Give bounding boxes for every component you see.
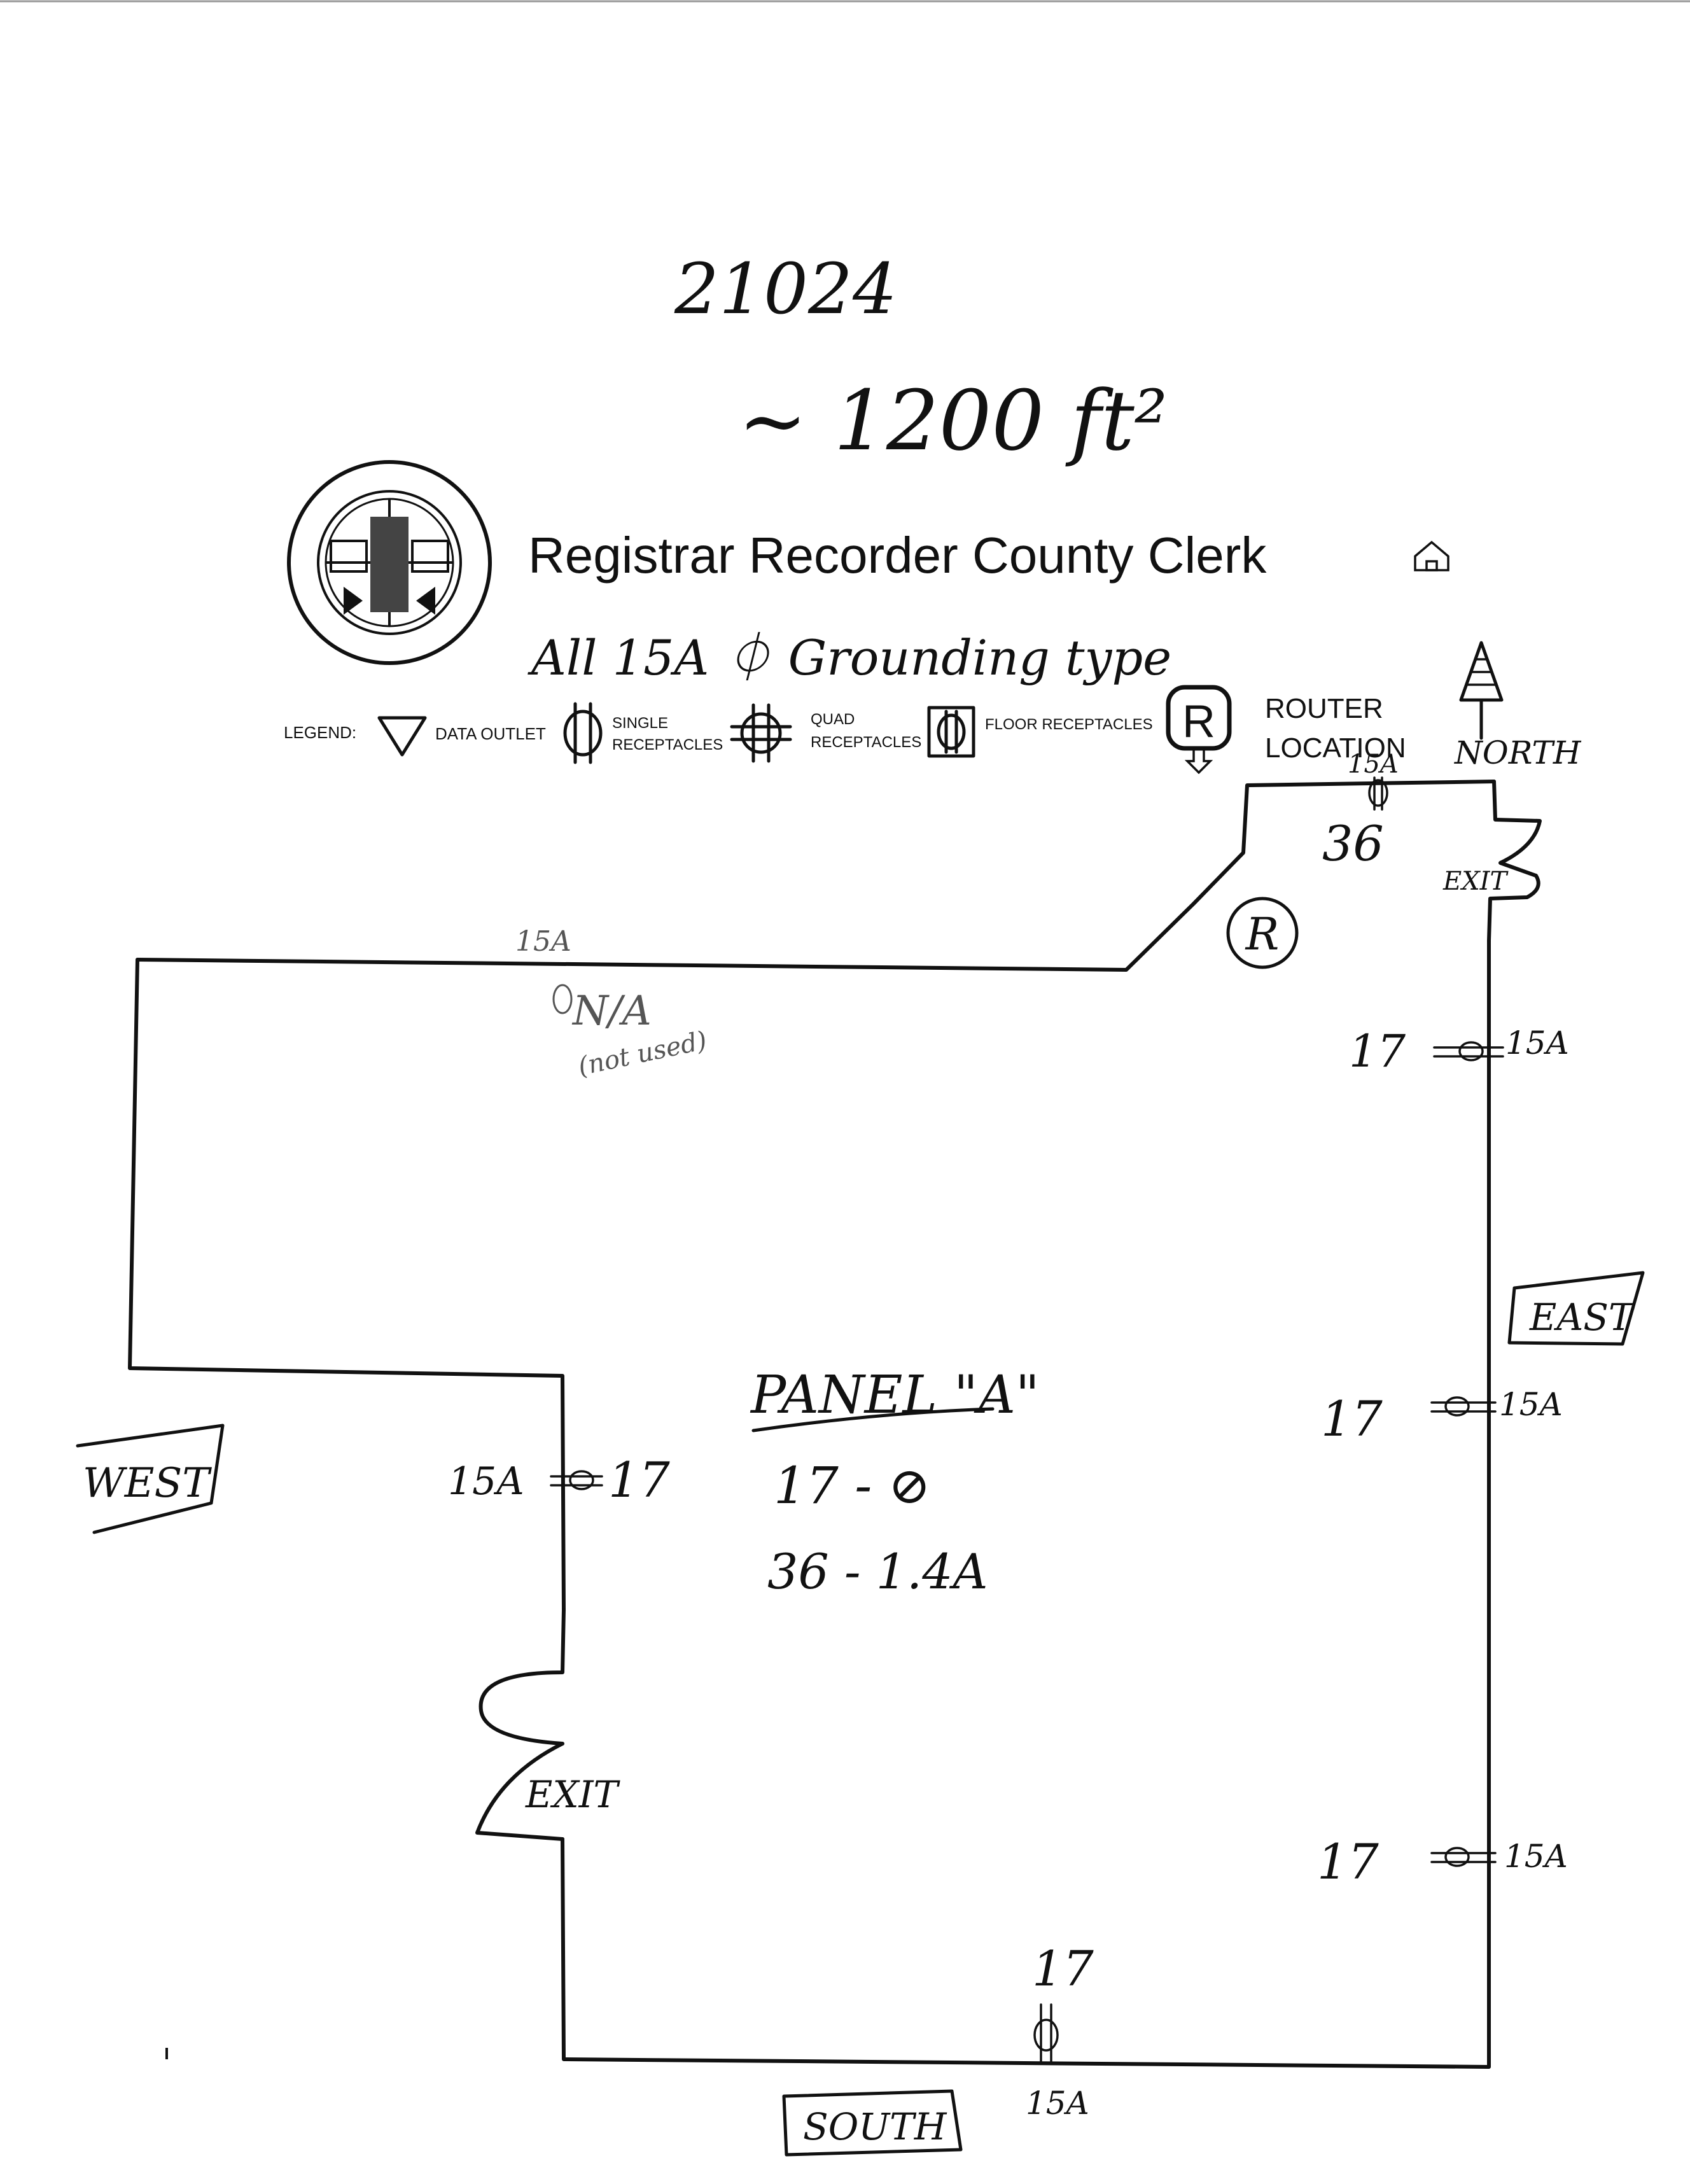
legend-quad-label-1: QUAD (811, 711, 855, 728)
receptacle-north-wall-status: N/A (571, 988, 652, 1035)
receptacle-north-top-circuit: 36 (1322, 815, 1384, 872)
job-number: 21024 (674, 248, 897, 330)
county-seal-logo (287, 460, 492, 665)
legend: LEGEND: DATA OUTLET SINGLE RECEPTACLES Q… (284, 641, 1582, 774)
north-exit-label: EXIT (1442, 867, 1509, 896)
single-receptacle-symbol (563, 702, 603, 764)
floor-plan-walls (128, 780, 1542, 2069)
north-label: NORTH (1454, 734, 1582, 771)
legend-floor-label: FLOOR RECEPTACLES (985, 716, 1153, 733)
receptacle-north-top: 15A 36 (1322, 750, 1399, 872)
south-label-box: SOUTH (782, 2089, 963, 2157)
north-arrow-icon (1459, 641, 1504, 740)
router-symbol: R (1166, 685, 1232, 774)
legend-single-label-2: RECEPTACLES (612, 736, 723, 753)
east-label-box: EAST (1507, 1271, 1645, 1346)
receptacle-west-1: 15A 17 (448, 1452, 670, 1508)
org-title: Registrar Recorder County Clerk (528, 527, 1267, 584)
west-label: WEST (83, 1460, 212, 1507)
west-exit-label: EXIT (525, 1773, 621, 1816)
receptacle-south-1-circuit: 17 (1032, 1940, 1094, 1997)
legend-router-label-2: LOCATION (1265, 732, 1406, 764)
panel-line-2: 36 - 1.4A (767, 1543, 988, 1600)
panel-title: PANEL "A" (750, 1365, 1040, 1425)
receptacle-east-3-circuit: 17 (1317, 1833, 1379, 1890)
west-label-box: WEST (76, 1424, 225, 1534)
legend-router-label-1: ROUTER (1265, 693, 1383, 724)
grounding-note: All 15A ⏀ Grounding type (527, 629, 1171, 686)
receptacle-east-1: 17 15A (1349, 1025, 1569, 1077)
home-icon (1414, 540, 1449, 571)
quad-receptacle-symbol (730, 703, 792, 763)
receptacle-north-wall-rating: 15A (515, 925, 571, 958)
router-location-glyph: R (1245, 908, 1280, 960)
panel-note: PANEL "A" 17 - ⊘ 36 - 1.4A (750, 1365, 1040, 1600)
receptacle-east-2: 17 15A (1321, 1386, 1563, 1447)
panel-line-1: 17 - ⊘ (774, 1456, 931, 1515)
receptacle-west-1-circuit: 17 (608, 1452, 670, 1508)
receptacle-north-wall: 15A N/A (not used) (515, 925, 709, 1082)
legend-single-label-1: SINGLE (612, 715, 668, 732)
receptacle-west-1-rating: 15A (448, 1459, 524, 1504)
receptacle-east-3-rating: 15A (1504, 1838, 1568, 1875)
area-note: ~ 1200 ft² (738, 372, 1168, 469)
receptacle-east-1-rating: 15A (1505, 1025, 1569, 1061)
receptacle-east-2-rating: 15A (1499, 1386, 1563, 1423)
receptacle-south-1-rating: 15A (1026, 2085, 1089, 2122)
legend-data-outlet-label: DATA OUTLET (435, 724, 546, 743)
legend-quad-label-2: RECEPTACLES (811, 734, 921, 751)
data-outlet-symbol (377, 716, 427, 757)
receptacle-south-1: 17 15A (1026, 1940, 1094, 2122)
floor-receptacle-symbol (927, 706, 975, 758)
east-label: EAST (1529, 1296, 1636, 1339)
router-location-marker: R (1226, 897, 1299, 969)
router-symbol-glyph: R (1182, 696, 1215, 747)
receptacle-east-1-circuit: 17 (1349, 1025, 1406, 1077)
legend-label: LEGEND: (284, 723, 356, 742)
receptacle-east-2-circuit: 17 (1321, 1390, 1383, 1447)
south-label: SOUTH (803, 2105, 947, 2148)
receptacle-north-top-rating: 15A (1348, 750, 1399, 779)
receptacle-east-3: 17 15A (1317, 1833, 1568, 1890)
